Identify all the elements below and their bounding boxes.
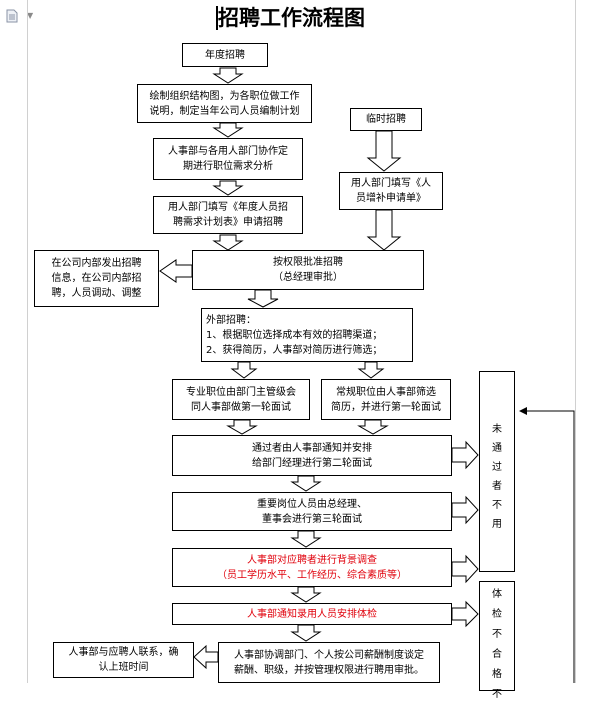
arrow-second-to-fail xyxy=(451,440,479,470)
arrow-temp-to-supplement xyxy=(366,130,402,172)
box-internal-recruitment: 在公司内部发出招聘 信息，在公司内部招 聘，人员调动、调整 xyxy=(34,250,159,307)
box-fill-plan: 用人部门填写《年度人员招 聘需求计划表》申请招聘 xyxy=(153,196,303,234)
text-cursor xyxy=(216,6,218,30)
arrow-supplement-to-approval xyxy=(366,209,402,251)
arrow-third-to-background xyxy=(290,530,322,548)
arrow-salary-to-contact xyxy=(193,644,219,670)
box-contact-applicant: 人事部与应聘人联系，确 认上班时间 xyxy=(53,642,194,678)
arrow-demand-to-plan xyxy=(212,180,244,196)
box-annual-recruitment: 年度招聘 xyxy=(182,43,268,67)
arrow-pro-to-second xyxy=(226,419,258,435)
not-passed-char: 过 xyxy=(492,462,502,473)
health-failed-char: 不 xyxy=(492,689,502,700)
health-failed-char: 体 xyxy=(492,589,502,600)
box-fill-supplement: 用人部门填写《人 员增补申请单》 xyxy=(339,172,443,210)
arrow-approval-to-external xyxy=(247,289,279,308)
arrow-annual-to-org xyxy=(212,67,244,84)
arrow-third-to-fail xyxy=(451,495,479,525)
health-failed-char: 检 xyxy=(492,609,502,620)
feedback-line xyxy=(519,407,575,683)
arrow-background-to-physical xyxy=(290,586,322,603)
arrow-physical-to-salary xyxy=(290,624,322,642)
box-external-recruitment: 外部招聘： 1、根据职位选择成本有效的招聘渠道； 2、获得简历，人事部对简历进行… xyxy=(201,308,413,362)
document-title: 招聘工作流程图 xyxy=(218,5,365,30)
flow-connectors xyxy=(159,67,575,683)
arrow-external-to-pro xyxy=(230,361,258,379)
arrow-external-to-regular xyxy=(357,361,385,379)
box-salary-approval: 人事部协调部门、个人按公司薪酬制度谈定 薪酬、职级，并按管理权限进行聘用审批。 xyxy=(218,642,440,683)
box-background-check: 人事部对应聘者进行背景调查 （员工学历水平、工作经历、综合素质等） xyxy=(172,548,452,587)
document-icon xyxy=(6,9,18,23)
box-temp-recruitment: 临时招聘 xyxy=(350,108,422,131)
box-regular-interview: 常规职位由人事部筛选 简历，并进行第一轮面试 xyxy=(321,379,451,420)
not-passed-char: 者 xyxy=(492,481,502,492)
box-second-round: 通过者由人事部通知并安排 给部门经理进行第二轮面试 xyxy=(172,435,452,476)
not-passed-char: 未 xyxy=(492,424,502,435)
dropdown-caret-icon[interactable]: ▼ xyxy=(27,11,34,20)
box-approval: 按权限批准招聘 （总经理审批） xyxy=(192,250,424,290)
not-passed-char: 通 xyxy=(492,443,502,454)
box-physical-exam: 人事部通知录用人员安排体检 xyxy=(172,603,452,625)
arrow-regular-to-second xyxy=(357,419,389,435)
arrow-approval-to-internal xyxy=(159,259,193,283)
health-failed-char: 不 xyxy=(492,629,502,640)
page-margin-line-left xyxy=(27,0,28,683)
health-failed-char: 格 xyxy=(492,669,502,680)
not-passed-char: 不 xyxy=(492,500,502,511)
arrow-physical-to-health-fail xyxy=(451,600,479,628)
arrow-second-to-third xyxy=(290,475,322,492)
box-org-chart: 绘制组织结构图，为各职位做工作 说明，制定当年公司人员编制计划 xyxy=(137,84,312,123)
box-third-round: 重要岗位人员由总经理、 董事会进行第三轮面试 xyxy=(172,492,452,531)
health-failed-char: 合 xyxy=(492,649,502,660)
box-pro-interview: 专业职位由部门主管级会 同人事部做第一轮面试 xyxy=(172,379,310,420)
arrow-org-to-demand xyxy=(212,122,244,138)
not-passed-char: 用 xyxy=(492,519,502,530)
page-margin-line-right xyxy=(575,0,576,683)
box-demand-analysis: 人事部与各用人部门协作定 期进行职位需求分析 xyxy=(153,138,303,180)
box-health-failed: 体 检 不 合 格 不 xyxy=(479,581,515,700)
box-not-passed: 未 通 过 者 不 用 xyxy=(479,371,515,572)
arrow-plan-to-approval xyxy=(212,234,244,251)
arrow-background-to-fail xyxy=(451,554,479,584)
